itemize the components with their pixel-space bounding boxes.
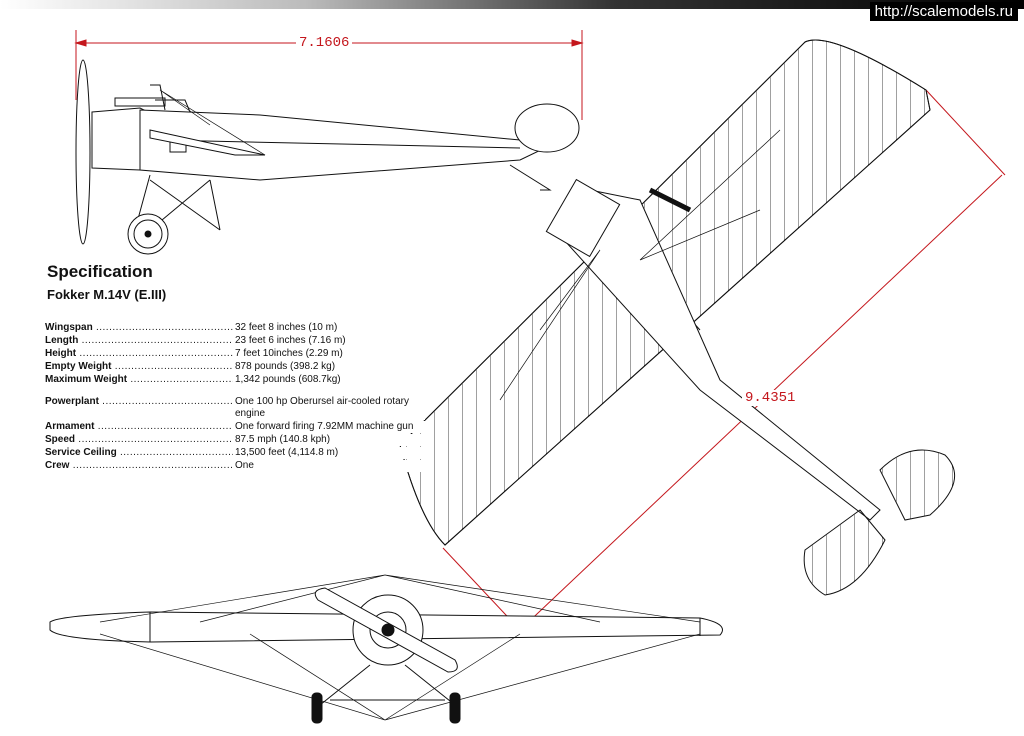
spec-value: One bbox=[233, 460, 425, 472]
span-dimension: 9.4351 bbox=[742, 390, 799, 406]
spec-label: Maximum Weight bbox=[45, 374, 233, 386]
front-view bbox=[49, 574, 723, 724]
spec-value: 32 feet 8 inches (10 m) bbox=[233, 322, 425, 334]
spec-subtitle: Fokker M.14V (E.III) bbox=[47, 287, 167, 302]
front-wheel-left bbox=[311, 692, 323, 724]
scan-shadow bbox=[0, 0, 1024, 9]
spec-row-speed: Speed 87.5 mph (140.8 kph) bbox=[45, 434, 425, 446]
spec-title: Specification bbox=[47, 262, 153, 281]
side-view bbox=[74, 30, 584, 255]
spec-row-powerplant: Powerplant One 100 hp Oberursel air-cool… bbox=[45, 396, 425, 420]
top-border: http://scalemodels.ru bbox=[0, 0, 1024, 22]
spec-row-wingspan: Wingspan 32 feet 8 inches (10 m) bbox=[45, 322, 425, 334]
plan-view bbox=[399, 39, 1006, 631]
plan-tailplane-right bbox=[879, 449, 955, 521]
plan-tailplane-left bbox=[803, 509, 886, 596]
spec-label: Service Ceiling bbox=[45, 447, 233, 459]
spec-row-service-ceiling: Service Ceiling 13,500 feet (4,114.8 m) bbox=[45, 447, 425, 459]
spec-label: Height bbox=[45, 348, 233, 360]
spec-value: 23 feet 6 inches (7.16 m) bbox=[233, 335, 425, 347]
spec-value: 878 pounds (398.2 kg) bbox=[233, 361, 425, 373]
side-fuselage bbox=[139, 109, 547, 181]
spec-row-height: Height 7 feet 10inches (2.29 m) bbox=[45, 348, 425, 360]
plan-fuselage bbox=[554, 189, 881, 521]
spec-row-max-weight: Maximum Weight 1,342 pounds (608.7kg) bbox=[45, 374, 425, 386]
spec-label: Armament bbox=[45, 421, 233, 433]
spec-row-empty-weight: Empty Weight 878 pounds (398.2 kg) bbox=[45, 361, 425, 373]
spec-value: 87.5 mph (140.8 kph) bbox=[233, 434, 425, 446]
side-propeller bbox=[75, 59, 91, 245]
spec-value: 1,342 pounds (608.7kg) bbox=[233, 374, 425, 386]
spec-row-crew: Crew One bbox=[45, 460, 425, 472]
front-wheel-right bbox=[449, 692, 461, 724]
side-rudder bbox=[514, 103, 580, 153]
spec-label: Length bbox=[45, 335, 233, 347]
spec-row-length: Length 23 feet 6 inches (7.16 m) bbox=[45, 335, 425, 347]
spec-label: Empty Weight bbox=[45, 361, 233, 373]
spec-value: 13,500 feet (4,114.8 m) bbox=[233, 447, 425, 459]
spec-label: Wingspan bbox=[45, 322, 233, 334]
spec-label: Crew bbox=[45, 460, 233, 472]
spec-label: Speed bbox=[45, 434, 233, 446]
spec-value: One forward firing 7.92MM machine gun bbox=[233, 421, 425, 433]
spec-value: One 100 hp Oberursel air-cooled rotary e… bbox=[233, 396, 425, 420]
spec-label: Powerplant bbox=[45, 396, 233, 420]
watermark: http://scalemodels.ru bbox=[869, 2, 1018, 21]
spec-value: 7 feet 10inches (2.29 m) bbox=[233, 348, 425, 360]
length-dimension: 7.1606 bbox=[296, 35, 353, 51]
spec-table: Wingspan 32 feet 8 inches (10 m) Length … bbox=[45, 322, 425, 473]
spec-row-armament: Armament One forward firing 7.92MM machi… bbox=[45, 421, 425, 433]
